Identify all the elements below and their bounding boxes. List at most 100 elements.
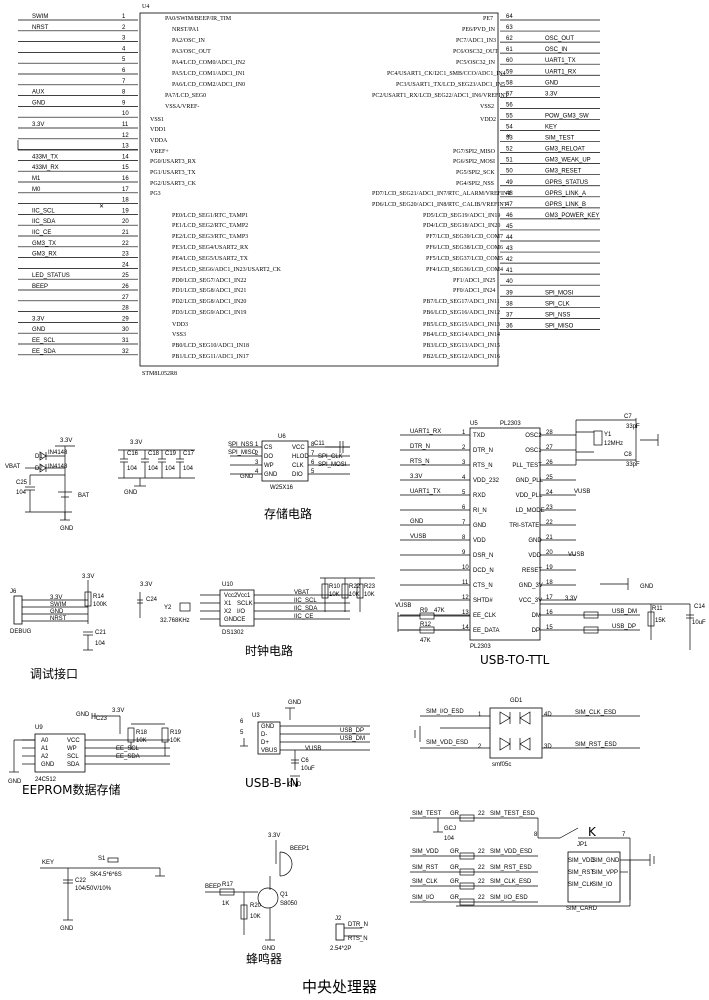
mcu-left-net: LED_STATUS [32, 273, 70, 279]
mcu-right-net: GM3_POWER_KEY [545, 213, 599, 219]
mcu-left-pin-num: 19 [122, 208, 129, 214]
mcu-right-pin-name: PB3/LCD_SEG13/ADC1_IN15 [423, 343, 500, 349]
mcu-right-net: OSC_IN [545, 47, 567, 53]
usb-ttl-net-l: UART1_RX [410, 429, 441, 435]
mcu-left-pin-name: PG2/USART3_CK [150, 181, 197, 187]
mcu-left-pin-name: PA7/LCD_SEG0 [165, 93, 206, 99]
mcu-left-pin-num: 9 [122, 100, 126, 106]
debug-ref: J6 [10, 589, 17, 595]
debug-vcc: 3.3V [82, 574, 94, 580]
usb-ttl-pin-num-r: 20 [546, 550, 553, 556]
mcu-left-pin-name: PA3/OSC_OUT [172, 49, 211, 55]
mcu-right-pin-name: VSS2 [480, 104, 494, 110]
usb-b-net-dp: USB_DP [340, 728, 364, 734]
rtc-r-1: R22 [349, 584, 361, 590]
mcu-left-pin-num: 23 [122, 252, 129, 258]
usb-ttl-pin-num-r: 26 [546, 460, 553, 466]
mcu-right-net: GM3_RELOAT [545, 147, 585, 153]
mcu-right-pin-name: PB4/LCD_SEG14/ADC1_IN14 [423, 332, 500, 338]
mcu-right-net: GPRS_LINK_A [545, 191, 586, 197]
svg-text:8: 8 [534, 832, 538, 838]
usb-ttl-c7-val: 33pF [626, 424, 640, 430]
mcu-left-pin-num: 27 [122, 295, 129, 301]
usb-ttl-pin-l: VDD_232 [473, 478, 500, 484]
usb-ttl-vusb1: VUSB [574, 489, 590, 495]
mcu-right-net: GPRS_STATUS [545, 180, 588, 186]
storage-pin-r: VCC [292, 445, 305, 451]
usb-ttl-pin-r: RESET [522, 568, 542, 574]
mcu-left-pins: 1SWIM2NRST345678AUX9GND10113.3V121314433… [18, 14, 282, 360]
storage-ref: U6 [278, 434, 286, 440]
rtc-pin-l: X1 [224, 601, 232, 607]
mcu-left-net: GM3_TX [32, 241, 56, 247]
mcu-right-pin-name: PE6/PVD_IN [462, 27, 496, 33]
storage-pin-l: WP [264, 463, 274, 469]
rtc-net: IIC_SDA [294, 606, 317, 612]
mcu-left-pin-name: VREF+ [150, 149, 169, 155]
storage-cap-0: C16 [127, 451, 139, 457]
sim-net: SIM_I/O [412, 895, 434, 901]
sim-gr-label: GR [450, 879, 460, 885]
sim-esd-net: SIM_VDD_ESD [490, 849, 533, 855]
mcu-left-net: IIC_SCL [32, 208, 55, 214]
sim-net: SIM_TEST [412, 811, 442, 817]
sim-esd-net: SIM_I/O_ESD [490, 895, 528, 901]
usb-ttl-pin-num-l: 10 [462, 565, 469, 571]
usb-ttl-pin-num-r: 21 [546, 535, 553, 541]
key-gnd: GND [60, 926, 74, 932]
usb-ttl-net-l: DTR_N [410, 444, 430, 450]
mcu-left-pin-name: PD0/LCD_SEG7/ADC1_IN22 [172, 278, 246, 284]
usb-ttl-pin-l: RI_N [473, 508, 487, 514]
no-connect-mark-right: ✕ [506, 134, 511, 140]
usb-ttl-pin-r: GND_3V [519, 583, 543, 589]
eeprom-pin-r: WP [67, 746, 77, 752]
mcu-u4: U4 STM8L052R8 1SWIM2NRST345678AUX9GND101… [18, 4, 600, 377]
mcu-right-net: GND [545, 80, 559, 86]
rtc-xtal-val: 32.768KHz [160, 618, 190, 624]
mcu-right-pin-num: 40 [506, 279, 513, 285]
sim-esd-net-vdd: SIM_VDD_ESD [426, 740, 469, 746]
rtc-pin-r: I/O [237, 609, 245, 615]
mcu-left-pin-name: VDD3 [172, 322, 188, 328]
rtc-pin-r: Vcc1 [237, 593, 251, 599]
no-connect-mark: ✕ [99, 204, 104, 210]
usb-ttl-r11: R11 [652, 606, 663, 612]
mcu-right-net: KEY [545, 125, 557, 131]
sim-esd-ref: GD1 [510, 698, 523, 704]
rtc-crystal [180, 603, 190, 611]
mcu-left-pin-num: 11 [122, 122, 129, 128]
mcu-left-pin-name: PE2/LCD_SEG3/RTC_TAMP3 [172, 234, 248, 240]
rtc-pin-r: SCLK [237, 601, 253, 607]
storage-net-r: SPI_MOSI [318, 462, 347, 468]
mcu-left-pin-num: 5 [122, 57, 126, 63]
eeprom-ref: U9 [35, 725, 43, 731]
usb-ttl-xtal: Y1 [604, 432, 612, 438]
mcu-left-pin-num: 13 [122, 144, 129, 150]
sim-gcj: GCJ [444, 826, 456, 832]
usb-ttl-r9-val: 47K [434, 608, 445, 614]
mcu-right-pin-name: PB5/LCD_SEG15/ADC1_IN13 [423, 322, 500, 328]
mcu-right-pin-name: PE7 [483, 16, 493, 22]
rtc-r-0: R10 [329, 584, 341, 590]
mcu-left-pin-name: VSSA/VREF- [165, 104, 199, 110]
usb-ttl-pin-l: GND [473, 523, 487, 529]
storage-cap-val-1: 104 [148, 466, 159, 472]
usb-ttl-pin-num-r: 27 [546, 445, 553, 451]
mcu-right-pin-name: PC5/OSC32_IN [456, 60, 496, 66]
usb-ttl-r12: R12 [420, 622, 432, 628]
storage-cap-val-3: 104 [183, 466, 194, 472]
mcu-left-net: EE_SDA [32, 349, 56, 355]
usb-ttl-crystal [594, 431, 602, 445]
j2-connector: J2 DTR_N RTS_N 2.54*2P [330, 916, 368, 952]
sim-esd-net-clk: SIM_CLK_ESD [575, 710, 617, 716]
debug-c21-val: 104 [95, 641, 106, 647]
rtc-pin-l: GND [224, 617, 238, 623]
usb-ttl-r11-val: 15K [655, 618, 666, 624]
sim-gr-label: GR [450, 865, 460, 871]
usb-ttl-xtal-val: 12MHz [604, 441, 623, 447]
mcu-left-pin-num: 14 [122, 154, 129, 160]
power-vbat: VBAT [5, 464, 21, 470]
sim-esd-net-io: SIM_I/O_ESD [426, 709, 464, 715]
usb-ttl-c7: C7 [624, 414, 632, 420]
usb-ttl-part-top: PL2303 [500, 421, 521, 427]
